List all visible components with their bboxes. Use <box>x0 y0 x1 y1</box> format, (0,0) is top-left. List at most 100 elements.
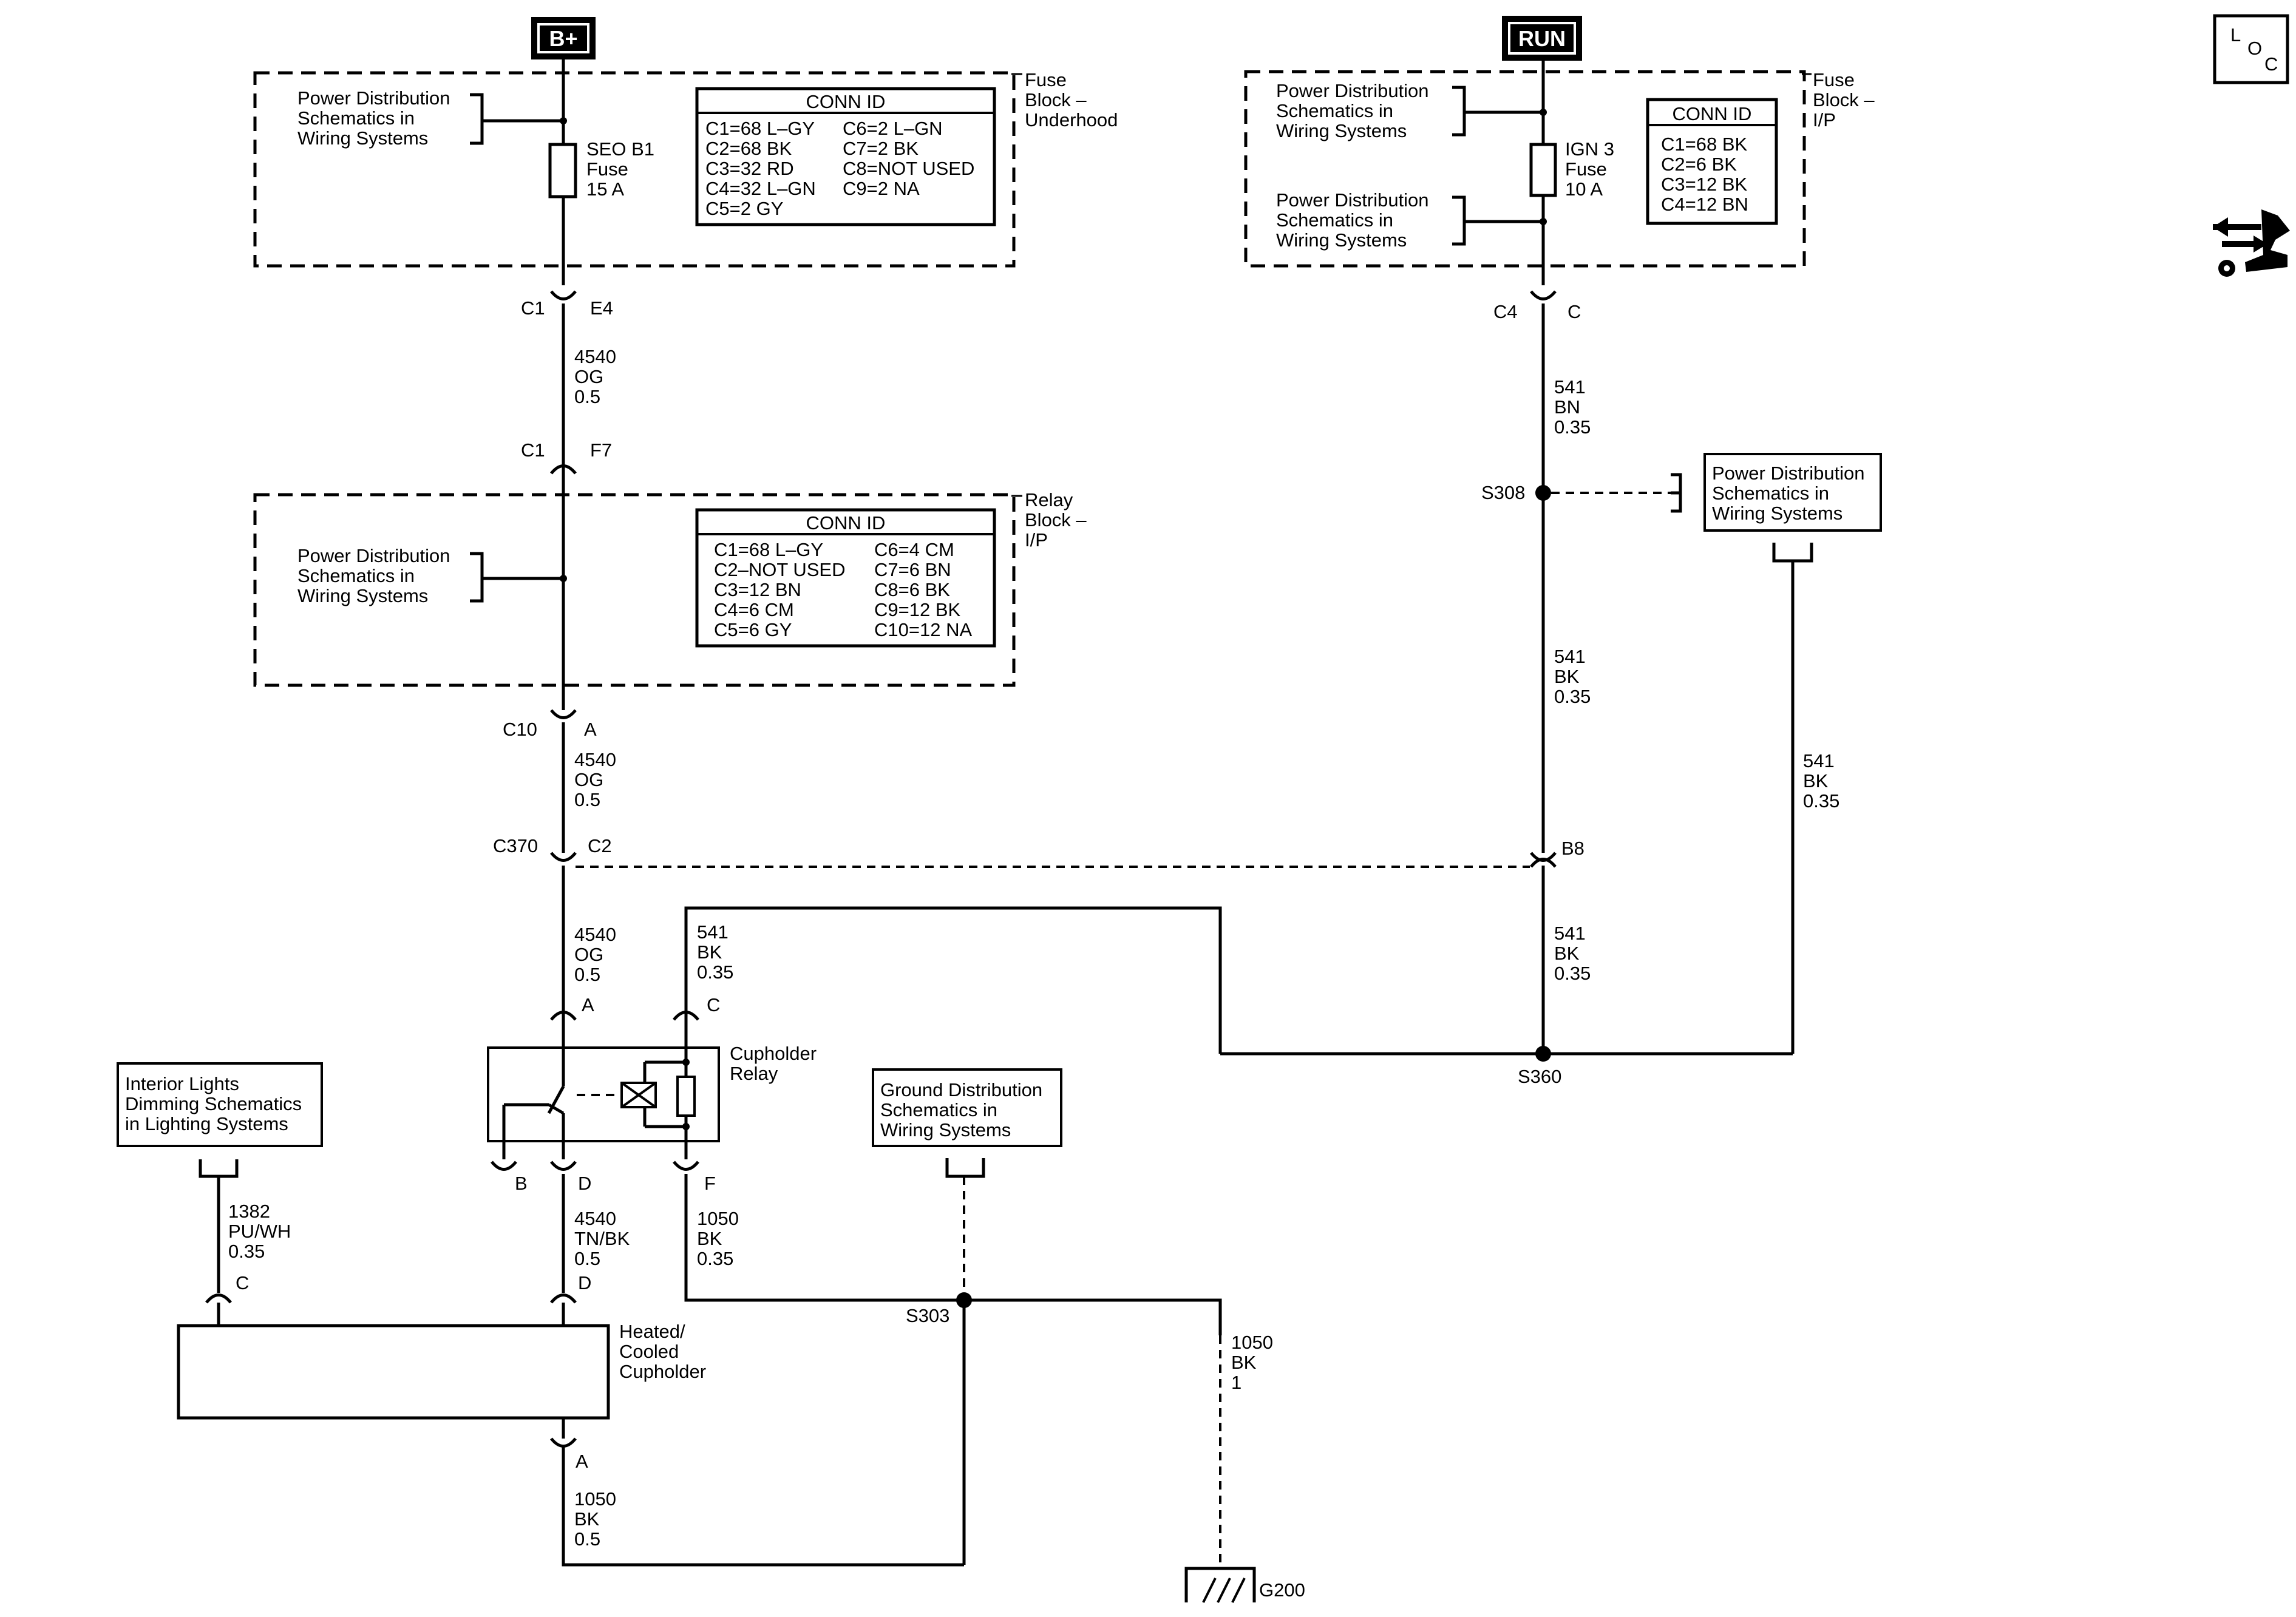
svg-text:C4: C4 <box>1493 301 1518 322</box>
svg-text:541: 541 <box>1803 750 1835 771</box>
svg-text:Interior Lights: Interior Lights <box>125 1073 239 1094</box>
svg-text:Schematics in: Schematics in <box>297 565 415 586</box>
power-distribution-reference: Power Distribution Schematics in Wiring … <box>1276 80 1543 141</box>
ground-icon: G200 <box>1184 1567 1305 1603</box>
svg-text:I/P: I/P <box>1025 529 1048 551</box>
svg-text:CONN ID: CONN ID <box>806 512 886 534</box>
svg-text:B: B <box>515 1173 528 1194</box>
svg-text:Fuse: Fuse <box>586 158 628 180</box>
svg-text:Power Distribution: Power Distribution <box>1276 189 1429 211</box>
connector-c370: C370 C2 B8 <box>493 835 1584 868</box>
ground-distribution-reference-box: Ground Distribution Schematics in Wiring… <box>872 1068 1062 1293</box>
svg-text:OG: OG <box>574 366 603 387</box>
svg-text:C5=2 GY: C5=2 GY <box>705 198 783 219</box>
svg-text:C4=12 BN: C4=12 BN <box>1661 194 1748 215</box>
svg-text:1050: 1050 <box>697 1208 739 1229</box>
wire-label-541-bk-2: 541 BK 0.35 <box>1803 750 1839 812</box>
splice-s308: S308 <box>1481 473 1682 513</box>
seo-b1-fuse: SEO B1 Fuse 15 A <box>548 138 654 200</box>
svg-text:TN/BK: TN/BK <box>574 1228 630 1249</box>
connector-c1-f7: C1 F7 <box>521 439 612 475</box>
svg-text:G200: G200 <box>1259 1579 1305 1601</box>
svg-text:15 A: 15 A <box>586 178 624 200</box>
svg-text:C2=6 BK: C2=6 BK <box>1661 154 1737 175</box>
svg-text:PU/WH: PU/WH <box>228 1221 291 1242</box>
svg-text:BK: BK <box>697 941 722 963</box>
svg-text:C1=68 L–GY: C1=68 L–GY <box>714 539 823 560</box>
svg-text:4540: 4540 <box>574 749 616 770</box>
heated-cooled-cupholder: C D Heated/ Cooled Cupholder A <box>177 1272 706 1472</box>
svg-text:C7=6 BN: C7=6 BN <box>874 559 951 580</box>
svg-text:S360: S360 <box>1518 1066 1561 1087</box>
svg-text:O: O <box>2247 38 2262 59</box>
svg-text:4540: 4540 <box>574 924 616 945</box>
conn-id-table-ip: CONN ID C1=68 BK C2=6 BK C3=12 BK C4=12 … <box>1646 98 1778 225</box>
svg-text:C2: C2 <box>588 835 612 856</box>
svg-text:Wiring Systems: Wiring Systems <box>1276 229 1407 251</box>
svg-text:1050: 1050 <box>574 1488 616 1510</box>
svg-text:0.35: 0.35 <box>697 961 733 983</box>
svg-text:B+: B+ <box>549 26 577 51</box>
svg-text:Block –: Block – <box>1813 89 1875 110</box>
svg-text:D: D <box>578 1272 591 1293</box>
wire-label-541-bk-1: 541 BK 0.35 <box>1554 646 1591 707</box>
svg-text:541: 541 <box>1554 923 1586 944</box>
svg-text:Schematics in: Schematics in <box>880 1099 997 1120</box>
splice-s360: S360 <box>1220 1046 1793 1087</box>
svg-text:C1=68 BK: C1=68 BK <box>1661 134 1748 155</box>
svg-text:BK: BK <box>697 1228 722 1249</box>
wire-label-1050-ground: 1050 BK 1 <box>1231 1332 1273 1393</box>
run-power-label: RUN <box>1502 16 1582 61</box>
svg-text:Relay: Relay <box>1025 489 1073 510</box>
connector-c10-a: C10 A <box>503 709 597 740</box>
svg-text:C8=NOT USED: C8=NOT USED <box>843 158 974 179</box>
wire-label-541-bk-4: 541 BK 0.35 <box>697 921 733 983</box>
svg-text:C4=6 CM: C4=6 CM <box>714 599 794 620</box>
svg-text:C1=68 L–GY: C1=68 L–GY <box>705 118 815 139</box>
svg-text:A: A <box>582 994 594 1015</box>
svg-text:0.5: 0.5 <box>574 386 600 407</box>
svg-text:Power Distribution: Power Distribution <box>1276 80 1429 101</box>
svg-text:Schematics in: Schematics in <box>1712 483 1829 504</box>
svg-text:C3=12 BK: C3=12 BK <box>1661 174 1748 195</box>
svg-text:OG: OG <box>574 769 603 790</box>
svg-text:Relay: Relay <box>730 1063 778 1084</box>
svg-text:RUN: RUN <box>1518 26 1566 51</box>
svg-text:0.5: 0.5 <box>574 1248 600 1269</box>
svg-text:Wiring Systems: Wiring Systems <box>297 585 428 606</box>
svg-text:C7=2 BK: C7=2 BK <box>843 138 919 159</box>
svg-text:Schematics in: Schematics in <box>1276 100 1393 121</box>
wire-label-4540-og-3: 4540 OG 0.5 <box>574 924 616 985</box>
svg-text:A: A <box>584 719 597 740</box>
splice-s303: S303 <box>906 1292 972 1326</box>
connector-c1-e4: C1 E4 <box>521 290 613 319</box>
svg-text:0.35: 0.35 <box>697 1248 733 1269</box>
wire-label-541-bk-3: 541 BK 0.35 <box>1554 923 1591 984</box>
svg-text:SEO B1: SEO B1 <box>586 138 654 160</box>
svg-text:0.5: 0.5 <box>574 1528 600 1550</box>
svg-text:4540: 4540 <box>574 346 616 367</box>
svg-text:S303: S303 <box>906 1305 949 1326</box>
wire-541-to-relay <box>684 906 1222 1054</box>
svg-text:D: D <box>578 1173 591 1194</box>
power-distribution-reference: Power Distribution Schematics in Wiring … <box>1276 189 1543 251</box>
svg-text:C: C <box>707 994 720 1015</box>
svg-text:B8: B8 <box>1561 838 1584 859</box>
svg-text:0.5: 0.5 <box>574 789 600 810</box>
svg-text:Fuse: Fuse <box>1813 69 1855 90</box>
wire-label-1382: 1382 PU/WH 0.35 <box>228 1201 291 1262</box>
svg-text:Power Distribution: Power Distribution <box>297 545 450 566</box>
svg-text:0.35: 0.35 <box>1554 963 1591 984</box>
wire-label-4540-og-1: 4540 OG 0.5 <box>574 346 616 407</box>
power-distribution-reference: Power Distribution Schematics in Wiring … <box>297 545 563 606</box>
svg-text:0.35: 0.35 <box>1803 790 1839 812</box>
svg-text:0.35: 0.35 <box>228 1241 265 1262</box>
svg-text:F7: F7 <box>590 439 612 461</box>
wire-label-1050-relay: 1050 BK 0.35 <box>697 1208 739 1269</box>
svg-text:C3=32 RD: C3=32 RD <box>705 158 794 179</box>
loc-icon: L O C <box>2213 14 2289 84</box>
svg-text:Schematics in: Schematics in <box>297 107 415 129</box>
svg-text:Dimming Schematics: Dimming Schematics <box>125 1093 302 1114</box>
svg-text:CONN ID: CONN ID <box>806 91 886 112</box>
